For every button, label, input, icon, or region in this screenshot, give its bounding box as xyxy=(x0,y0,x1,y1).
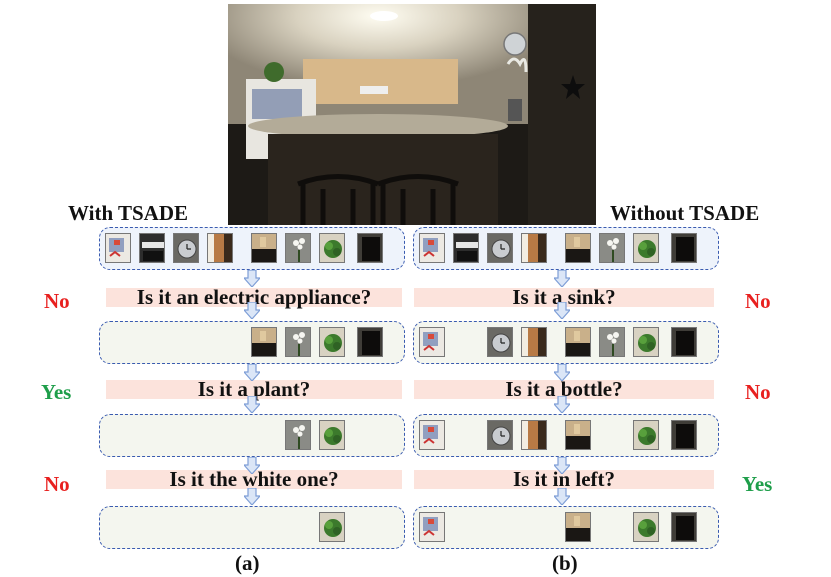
plant-thumbnail xyxy=(319,327,345,357)
orchid-thumbnail xyxy=(285,233,311,263)
down-arrow-icon xyxy=(244,396,260,413)
cabinet-thumbnail xyxy=(565,327,591,357)
down-arrow-icon xyxy=(244,270,260,287)
down-arrow-icon xyxy=(554,364,570,381)
down-arrow-icon xyxy=(554,302,570,319)
chair-thumbnail xyxy=(357,327,383,357)
chair-thumbnail xyxy=(357,233,383,263)
answer-label: Yes xyxy=(41,380,72,404)
plant-thumbnail xyxy=(633,233,659,263)
orchid-thumbnail xyxy=(285,327,311,357)
question-bar xyxy=(106,288,402,307)
answer-label: Yes xyxy=(742,472,773,496)
plant-thumbnail xyxy=(633,512,659,542)
cabinet-thumbnail xyxy=(565,233,591,263)
chair-thumbnail xyxy=(671,327,697,357)
plant-thumbnail xyxy=(319,233,345,263)
orchid-thumbnail xyxy=(599,233,625,263)
down-arrow-icon xyxy=(554,270,570,287)
cabinet-thumbnail xyxy=(251,327,277,357)
answer-label: No xyxy=(44,289,70,313)
clock-thumbnail xyxy=(487,233,513,263)
stove-thumbnail xyxy=(453,233,479,263)
down-arrow-icon xyxy=(554,396,570,413)
down-arrow-icon xyxy=(244,302,260,319)
question-bar xyxy=(106,470,402,489)
cabinet-thumbnail xyxy=(565,512,591,542)
door-thumbnail xyxy=(521,327,547,357)
plant-thumbnail xyxy=(633,327,659,357)
stove-thumbnail xyxy=(139,233,165,263)
fridge-thumbnail xyxy=(419,327,445,357)
chair-thumbnail xyxy=(671,233,697,263)
down-arrow-icon xyxy=(244,457,260,474)
down-arrow-icon xyxy=(554,457,570,474)
orchid-thumbnail xyxy=(599,327,625,357)
question-bar xyxy=(414,288,714,307)
down-arrow-icon xyxy=(244,488,260,505)
candidate-row-left-3 xyxy=(99,414,405,457)
candidate-row-left-4 xyxy=(99,506,405,549)
fridge-thumbnail xyxy=(419,233,445,263)
fridge-thumbnail xyxy=(419,512,445,542)
without-tsade-title: Without TSADE xyxy=(610,201,760,225)
answer-label: No xyxy=(745,380,771,404)
cabinet-thumbnail xyxy=(251,233,277,263)
question-bar xyxy=(414,470,714,489)
question-bar xyxy=(414,380,714,399)
orchid-thumbnail xyxy=(285,420,311,450)
down-arrow-icon xyxy=(554,488,570,505)
cabinet-thumbnail xyxy=(565,420,591,450)
door-thumbnail xyxy=(521,420,547,450)
door-thumbnail xyxy=(207,233,233,263)
chair-thumbnail xyxy=(671,512,697,542)
clock-thumbnail xyxy=(487,420,513,450)
answer-label: No xyxy=(44,472,70,496)
answer-label: No xyxy=(745,289,771,313)
kitchen-photo xyxy=(228,4,596,225)
chair-thumbnail xyxy=(671,420,697,450)
down-arrow-icon xyxy=(244,364,260,381)
fridge-thumbnail xyxy=(419,420,445,450)
clock-thumbnail xyxy=(173,233,199,263)
clock-thumbnail xyxy=(487,327,513,357)
fridge-thumbnail xyxy=(105,233,131,263)
question-bar xyxy=(106,380,402,399)
with-tsade-title: With TSADE xyxy=(68,201,189,225)
plant-thumbnail xyxy=(633,420,659,450)
plant-thumbnail xyxy=(319,420,345,450)
caption-a: (a) xyxy=(235,551,260,575)
plant-thumbnail xyxy=(319,512,345,542)
door-thumbnail xyxy=(521,233,547,263)
caption-b: (b) xyxy=(552,551,578,575)
